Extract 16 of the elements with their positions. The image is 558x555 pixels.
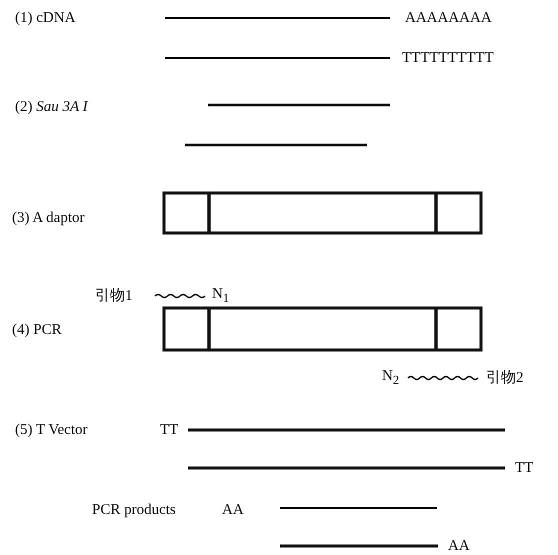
label: 引物2 <box>486 369 524 387</box>
label: (4) PCR <box>12 321 62 339</box>
label: TT <box>160 421 178 439</box>
label: (3) A daptor <box>12 209 84 227</box>
label: N$_{1}$ <box>212 285 230 307</box>
label: PCR products <box>92 501 176 519</box>
label: (5) T Vector <box>15 421 88 439</box>
label: AA <box>448 537 470 555</box>
label: N$_{2}$ <box>382 367 400 389</box>
label: AAAAAAAA <box>405 9 492 27</box>
label: (1) cDNA <box>15 9 76 27</box>
label: 引物1 <box>95 287 132 305</box>
label: AA <box>222 501 244 519</box>
label: TTTTTTTTTT <box>402 49 494 67</box>
label: (2) Sau 3A I <box>15 98 88 116</box>
label: TT <box>515 459 534 477</box>
